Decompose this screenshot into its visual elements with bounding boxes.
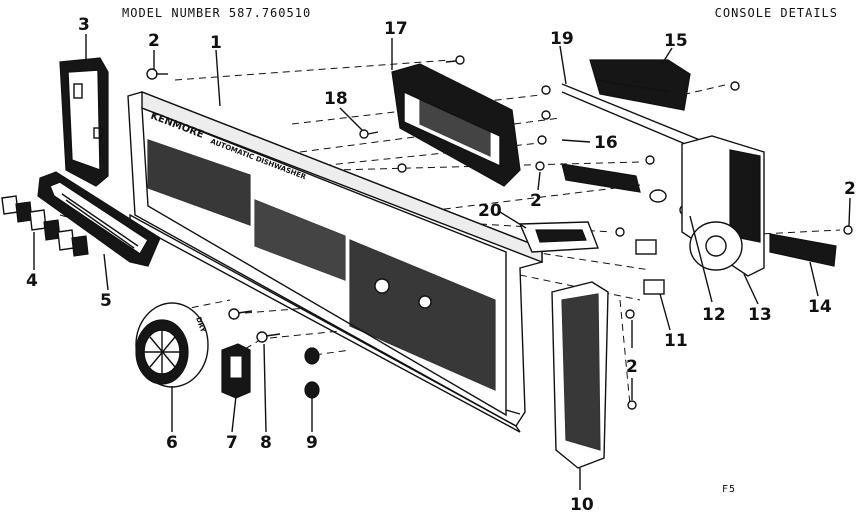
- button-bezel: [37, 171, 161, 267]
- left-end-cap: [59, 57, 109, 187]
- right-end-cap: [551, 281, 609, 469]
- push-button-keys: [1, 195, 89, 257]
- callout-17: 17: [384, 19, 408, 39]
- leader-lines: [33, 34, 851, 490]
- callout-15: 15: [664, 31, 688, 51]
- callout-6: 6: [166, 433, 178, 453]
- callout-3: 3: [78, 15, 90, 35]
- callout-16: 16: [594, 133, 618, 153]
- callout-19: 19: [550, 29, 574, 49]
- callout-2b: 2: [530, 191, 542, 211]
- callout-4: 4: [26, 271, 38, 291]
- top-rail-assembly: [561, 59, 701, 147]
- callout-2d: 2: [626, 357, 638, 377]
- callout-numbers: 3 2 1 17 18 19 15 16 2 20 2 4 5 6 7 8 9 …: [26, 15, 856, 515]
- callout-2a: 2: [148, 31, 160, 51]
- rocker-switch: [221, 343, 251, 399]
- timer-motor: [681, 135, 765, 277]
- terminal-blocks: [635, 239, 665, 295]
- timer-knob: [135, 302, 209, 388]
- console-panel: [127, 90, 543, 433]
- callout-7: 7: [226, 433, 238, 453]
- page-code: F5: [722, 484, 737, 495]
- harness-connector: [561, 163, 641, 193]
- section-title: CONSOLE DETAILS: [714, 6, 838, 20]
- callout-11: 11: [664, 331, 688, 351]
- callout-18: 18: [324, 89, 348, 109]
- callout-9: 9: [306, 433, 318, 453]
- callout-20: 20: [478, 201, 502, 221]
- callout-8: 8: [260, 433, 272, 453]
- callout-5: 5: [100, 291, 112, 311]
- callout-14: 14: [808, 297, 832, 317]
- callout-13: 13: [748, 305, 772, 325]
- mounting-screws: [146, 55, 853, 410]
- callout-10: 10: [570, 495, 594, 515]
- control-bracket: [391, 63, 521, 187]
- small-bracket: [518, 221, 599, 253]
- switch-lever: [769, 233, 837, 267]
- callout-12: 12: [702, 305, 726, 325]
- callout-1: 1: [210, 33, 222, 53]
- callout-2c: 2: [844, 179, 856, 199]
- grommets: [304, 347, 320, 399]
- model-number-heading: MODEL NUMBER 587.760510: [122, 6, 312, 20]
